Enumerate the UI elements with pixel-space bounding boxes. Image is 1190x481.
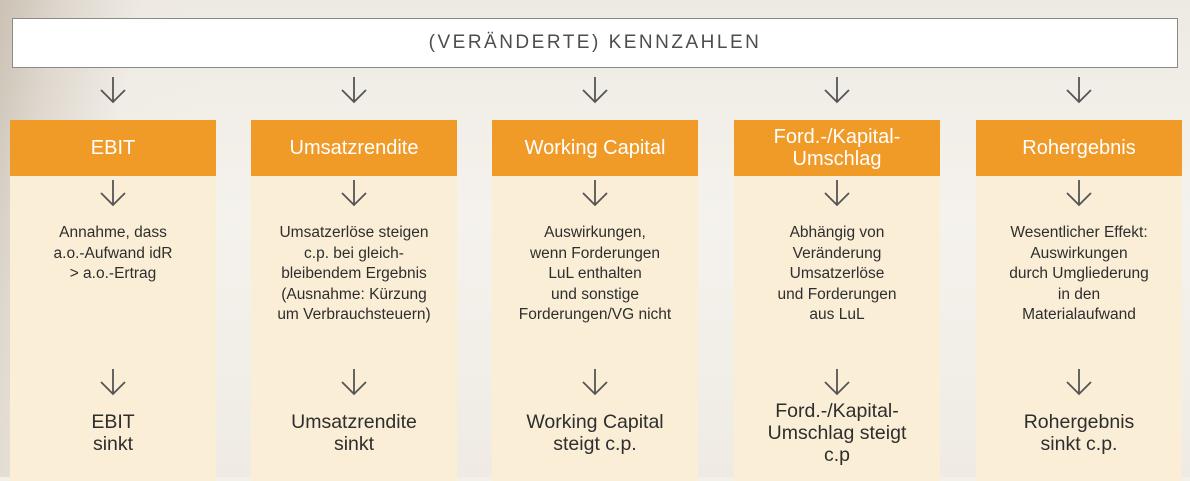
description-block: Umsatzerlöse steigen c.p. bei gleich-blei… (255, 223, 453, 326)
description-text-line: Umsatzerlöse steigen (279, 224, 429, 241)
header-title: (VERÄNDERTE) KENNZAHLEN (428, 32, 762, 53)
description-panel (734, 176, 940, 481)
arrow-down-icon (100, 369, 126, 396)
description-text-line: wenn Forderungen (529, 244, 661, 262)
result-text-line: sinkt (333, 433, 375, 455)
arrow-down-icon (1066, 180, 1092, 207)
kennzahl-title: Ford.-/Kapital-Umschlag (734, 120, 940, 176)
description-panel (492, 176, 698, 481)
description-text-line: Abhängig von (789, 224, 885, 241)
result-text-line: Umsatzrendite (291, 411, 417, 433)
arrow-down-icon (582, 77, 608, 104)
description-text: Wesentlicher Effekt: Auswirkungen durch Um… (980, 223, 1178, 326)
arrow-down-icon (341, 180, 367, 207)
arrow-down-icon (100, 180, 126, 207)
description-text-line: a.o.-Aufwand idR (53, 244, 173, 262)
description-text-line: durch Umgliederung (1009, 265, 1149, 282)
result-text-line: Ford.-/Kapital- (775, 400, 899, 422)
title-text-line: Working Capital (524, 137, 666, 159)
arrow-down-icon (824, 369, 850, 396)
description-panel (976, 176, 1182, 481)
description-text-line: bleibendem Ergebnis (281, 265, 427, 282)
description-text-line: und Forderungen (777, 285, 897, 303)
title-text-line: Umsatzrendite (289, 137, 419, 159)
description-text-line: Wesentlicher Effekt: (1010, 224, 1148, 241)
arrow-down-icon (582, 369, 608, 396)
title-text-line: Rohergebnis (1022, 137, 1136, 159)
kennzahl-title: Rohergebnis (976, 120, 1182, 176)
arrow-down-icon (824, 77, 850, 104)
title-text: Umsatzrendite (290, 137, 419, 159)
arrow-down-icon (341, 77, 367, 104)
title-text-line: Umschlag (792, 148, 882, 170)
description-panel (251, 176, 457, 481)
title-text: Rohergebnis (1022, 137, 1135, 159)
description-text-line: > a.o.-Ertrag (69, 265, 157, 282)
description-text-line: LuL enthalten (548, 265, 642, 282)
description-text-line: in den (1057, 285, 1101, 303)
description-text-line: Veränderung (792, 244, 882, 262)
description-text-line: Materialaufwand (1022, 306, 1136, 323)
kennzahl-title: EBIT (10, 120, 216, 176)
description-block: Wesentlicher Effekt: Auswirkungen durch Um… (980, 223, 1178, 326)
description-text-line: Umsatzerlöse (789, 265, 885, 282)
description-text-line: Annahme, dass (59, 224, 167, 241)
title-text-line: Ford.-/Kapital- (773, 126, 901, 148)
arrow-down-icon (341, 369, 367, 396)
description-text: Annahme, dass a.o.-Aufwand idR > a.o.-Ertr… (14, 223, 212, 285)
description-text-line: Auswirkungen (1030, 244, 1128, 262)
kennzahl-title: Working Capital (492, 120, 698, 176)
header-box: (VERÄNDERTE) KENNZAHLEN (12, 18, 1178, 68)
kennzahl-title: Umsatzrendite (251, 120, 457, 176)
kennzahl-column: EBIT Annahme, dass a.o.-Aufwand idR > a.o.-… (10, 120, 216, 481)
result-text-line: Rohergebnis (1023, 411, 1135, 433)
result-text-line: steigt c.p. (553, 433, 637, 455)
arrow-down-icon (582, 180, 608, 207)
title-text: Ford.-/Kapital-Umschlag (774, 126, 901, 170)
description-text-line: um Verbrauchsteuern) (277, 306, 431, 323)
description-text-line: c.p. bei gleich- (304, 244, 404, 262)
result-text-line: c.p (823, 444, 850, 466)
description-text: Umsatzerlöse steigen c.p. bei gleich-blei… (255, 223, 453, 326)
title-text: Working Capital (525, 137, 666, 159)
result-text-line: sinkt (92, 433, 134, 455)
result-text-line: Working Capital (526, 411, 664, 433)
arrow-down-icon (1066, 77, 1092, 104)
arrow-down-icon (1066, 369, 1092, 396)
description-panel (10, 176, 216, 481)
description-text-line: aus LuL (809, 306, 865, 323)
title-text: EBIT (91, 137, 135, 159)
description-text-line: Forderungen/VG nicht (518, 306, 672, 323)
arrow-down-icon (100, 77, 126, 104)
result-text-line: EBIT (91, 411, 135, 433)
arrow-down-icon (824, 180, 850, 207)
description-text-line: Auswirkungen, (544, 224, 646, 241)
title-text-line: EBIT (90, 137, 136, 159)
description-text-line: und sonstige (551, 285, 639, 303)
result-text-line: sinkt c.p. (1040, 433, 1118, 455)
result-text-line: Umschlag steigt (767, 422, 907, 444)
description-block: Annahme, dass a.o.-Aufwand idR > a.o.-Ertr… (14, 223, 212, 285)
description-text-line: (Ausnahme: Kürzung (281, 285, 427, 303)
